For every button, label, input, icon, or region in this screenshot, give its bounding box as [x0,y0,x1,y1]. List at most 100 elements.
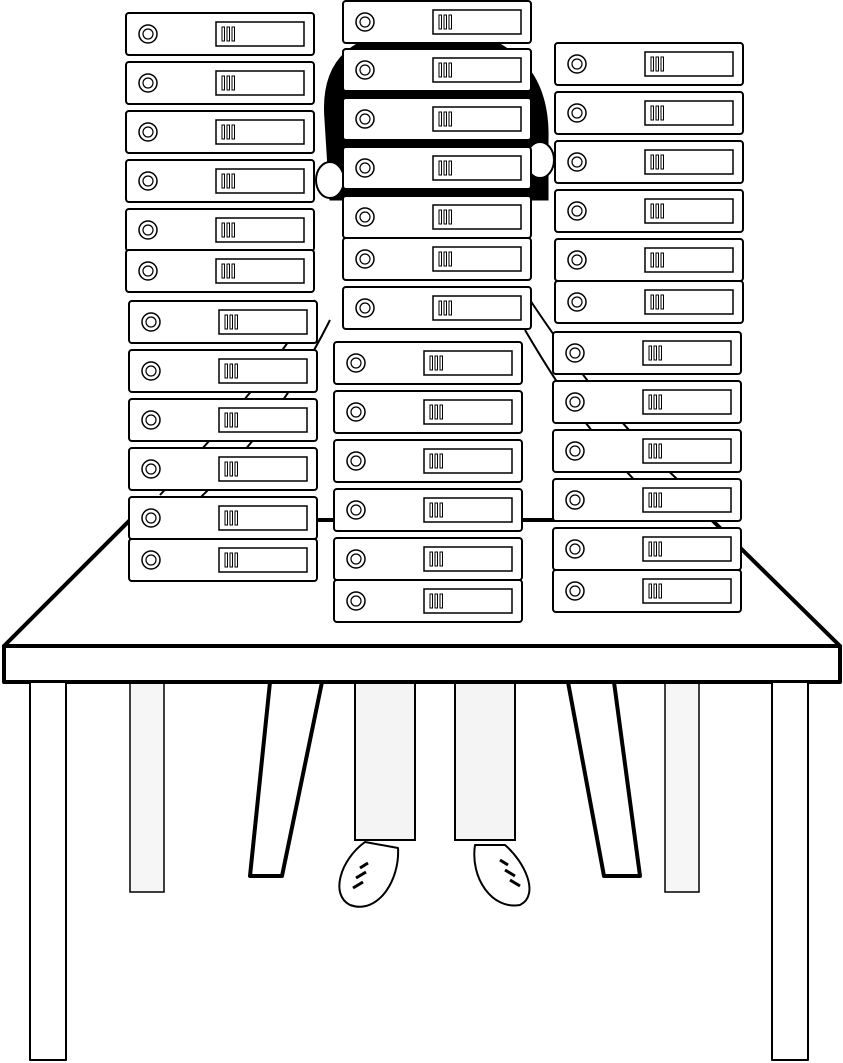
binder-ring-icon [138,24,158,44]
binder-icon [342,146,532,190]
binder-ring-icon [567,54,587,74]
binder-ring-icon [346,402,366,422]
binder-label-icon [423,588,513,614]
binder-icon [554,189,744,233]
desk-front-edge [2,644,842,684]
binder-icon [554,91,744,135]
person-right-leg [454,681,516,841]
binder-ring-icon [565,490,585,510]
binder-ring-icon [138,220,158,240]
binder-ring-icon [138,171,158,191]
binder-label-icon [644,51,734,77]
binder-icon [333,439,523,483]
binder-label-icon [423,448,513,474]
binder-label-icon [218,407,308,433]
binder-icon [333,390,523,434]
binder-label-icon [215,217,305,243]
binder-icon [125,208,315,252]
binder-ring-icon [355,60,375,80]
binder-ring-icon [567,201,587,221]
binder-label-icon [644,149,734,175]
binder-label-icon [642,340,732,366]
binder-icon [333,488,523,532]
binder-icon [128,349,318,393]
desk-back-leg-right [664,681,700,893]
binder-label-icon [218,358,308,384]
binder-ring-icon [565,343,585,363]
binder-label-icon [644,247,734,273]
binder-ring-icon [355,12,375,32]
binder-icon [552,478,742,522]
binder-icon [342,237,532,281]
binder-ring-icon [565,441,585,461]
binder-icon [125,12,315,56]
binder-ring-icon [138,122,158,142]
left-binder-stack [125,12,318,582]
shoe-icon [473,844,531,907]
binder-ring-icon [567,152,587,172]
binder-icon [342,286,532,330]
binder-icon [125,61,315,105]
binder-ring-icon [138,73,158,93]
binder-label-icon [644,289,734,315]
binder-icon [128,447,318,491]
binder-ring-icon [141,508,161,528]
binder-icon [552,380,742,424]
binder-label-icon [432,106,522,132]
binder-ring-icon [346,451,366,471]
binder-ring-icon [355,109,375,129]
binder-label-icon [644,100,734,126]
middle-binder-stack [333,0,532,623]
person-legs [338,681,531,908]
desk-front-leg-left [29,681,67,1061]
binder-ring-icon [567,250,587,270]
binder-label-icon [218,309,308,335]
binder-icon [552,331,742,375]
binder-ring-icon [565,539,585,559]
binder-label-icon [432,204,522,230]
shoe-icon [338,841,400,908]
binder-ring-icon [138,261,158,281]
binder-icon [552,429,742,473]
binder-label-icon [218,547,308,573]
chair-leg-left [248,680,324,878]
binder-ring-icon [141,550,161,570]
binder-ring-icon [141,312,161,332]
binder-label-icon [642,536,732,562]
binder-icon [128,538,318,582]
binder-label-icon [215,168,305,194]
binder-label-icon [218,505,308,531]
right-binder-stack [552,42,744,613]
binder-ring-icon [355,207,375,227]
desk-front-leg-right [771,681,809,1061]
binder-ring-icon [346,591,366,611]
binder-label-icon [432,155,522,181]
binder-label-icon [642,438,732,464]
binder-ring-icon [346,353,366,373]
binder-ring-icon [141,361,161,381]
binder-icon [333,579,523,623]
binder-icon [333,537,523,581]
binder-icon [552,569,742,613]
binder-icon [342,195,532,239]
binder-ring-icon [565,392,585,412]
binder-icon [128,496,318,540]
binder-icon [342,97,532,141]
chair-leg-right [566,680,642,878]
binder-label-icon [642,487,732,513]
binder-label-icon [432,246,522,272]
binder-label-icon [218,456,308,482]
binder-icon [342,0,532,44]
chair-legs [248,680,642,878]
binder-ring-icon [141,459,161,479]
binder-icon [128,398,318,442]
binder-icon [125,159,315,203]
binder-icon [342,48,532,92]
binder-icon [125,249,315,293]
binder-label-icon [215,21,305,47]
person-left-ear [315,161,345,199]
binder-icon [554,140,744,184]
binder-icon [554,280,744,324]
binder-icon [552,527,742,571]
